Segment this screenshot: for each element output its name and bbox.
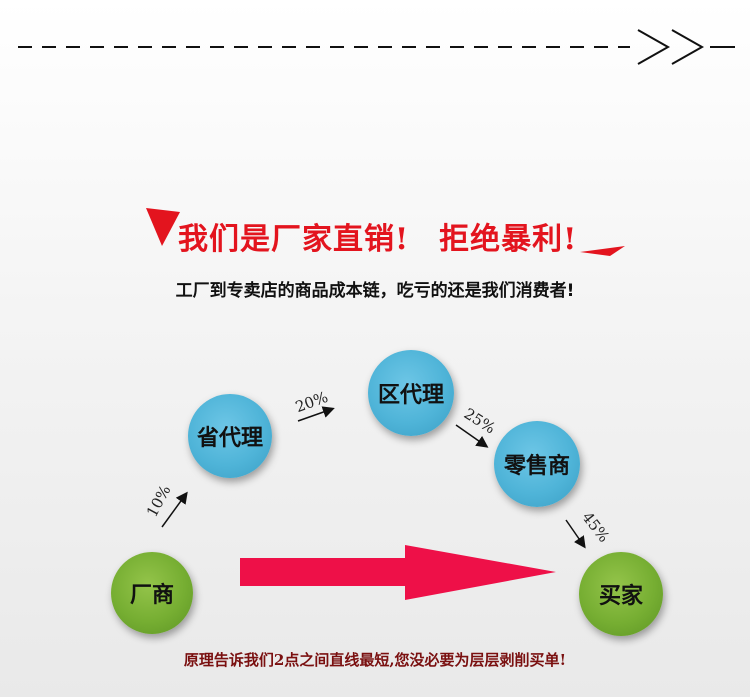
node-factory-label: 厂商 (129, 583, 174, 608)
node-buyer-label: 买家 (598, 584, 643, 609)
node-retail-label: 零售商 (503, 454, 570, 479)
headline: 我们是厂家直销! 拒绝暴利! (140, 200, 630, 270)
headline-text: 我们是厂家直销! 拒绝暴利! (178, 214, 577, 258)
headline-part2: 拒绝暴利! (439, 222, 578, 257)
arrow-retail-to-buyer (565, 519, 586, 549)
node-province-label: 省代理 (196, 426, 263, 451)
chevron-right-icon (671, 29, 705, 65)
node-province-agent: 省代理 (188, 394, 272, 478)
dashed-banner (18, 29, 735, 65)
headline-part1: 我们是厂家直销! (178, 222, 410, 257)
node-retailer: 零售商 (494, 421, 580, 507)
big-direct-arrow (240, 545, 556, 600)
red-swoosh-decoration (146, 208, 625, 256)
arrow-factory-to-province (161, 491, 188, 528)
subtitle: 工厂到专卖店的商品成本链，吃亏的还是我们消费者! (175, 281, 575, 301)
node-factory: 厂商 (111, 552, 193, 634)
node-district-label: 区代理 (377, 383, 444, 408)
arrow-province-to-district (297, 406, 335, 422)
arrow-district-to-retail (455, 424, 489, 448)
node-buyer: 买家 (579, 552, 663, 636)
footer-note: 原理告诉我们2点之间直线最短,您没必要为层层剥削买单! (183, 651, 567, 669)
chevron-right-icon (637, 29, 671, 65)
node-district-agent: 区代理 (368, 350, 454, 436)
